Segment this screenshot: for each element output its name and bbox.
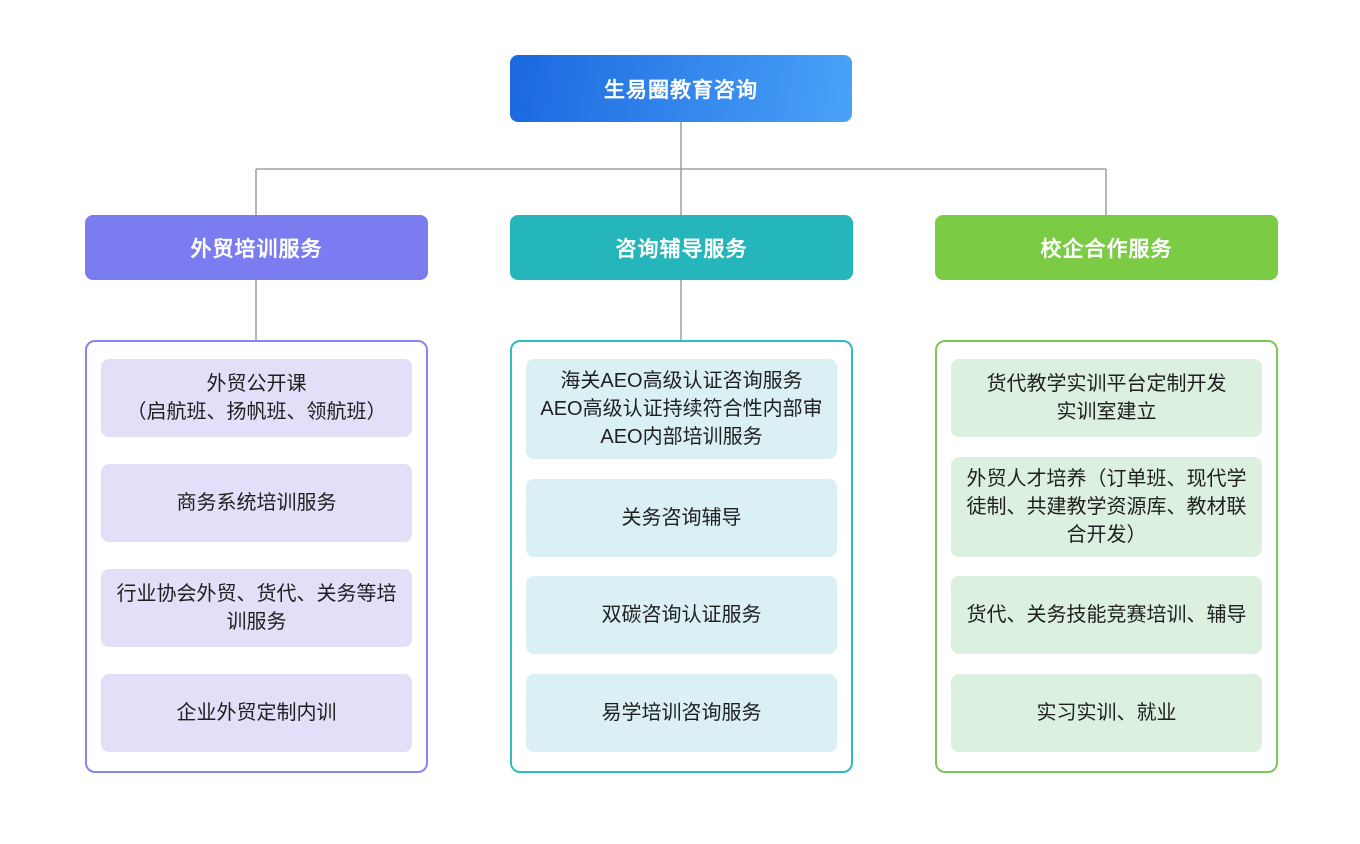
root-node: 生易圈教育咨询 <box>510 55 852 122</box>
root-node-label: 生易圈教育咨询 <box>604 78 758 102</box>
branch-header-label: 校企合作服务 <box>1040 237 1173 261</box>
service-item: 行业协会外贸、货代、关务等培训服务 <box>101 569 412 647</box>
branch-items-container: 外贸公开课 （启航班、扬帆班、领航班） 商务系统培训服务 行业协会外贸、货代、关… <box>85 340 428 773</box>
service-item: 外贸公开课 （启航班、扬帆班、领航班） <box>101 359 412 437</box>
branch-items-container: 海关AEO高级认证咨询服务 AEO高级认证持续符合性内部审 AEO内部培训服务 … <box>510 340 853 773</box>
service-item: 商务系统培训服务 <box>101 464 412 542</box>
branch-header-label: 咨询辅导服务 <box>615 237 748 261</box>
branch-consulting: 咨询辅导服务 海关AEO高级认证咨询服务 AEO高级认证持续符合性内部审 AEO… <box>510 215 853 773</box>
branch-header-label: 外贸培训服务 <box>190 237 323 261</box>
service-item: 关务咨询辅导 <box>526 478 837 557</box>
branch-trade-training: 外贸培训服务 外贸公开课 （启航班、扬帆班、领航班） 商务系统培训服务 行业协会… <box>85 215 428 773</box>
service-item: 双碳咨询认证服务 <box>526 576 837 655</box>
service-item: 易学培训咨询服务 <box>526 673 837 752</box>
service-item: 货代教学实训平台定制开发 实训室建立 <box>951 359 1262 437</box>
service-item: 海关AEO高级认证咨询服务 AEO高级认证持续符合性内部审 AEO内部培训服务 <box>526 359 837 459</box>
service-item: 货代、关务技能竞赛培训、辅导 <box>951 576 1262 655</box>
branch-school-enterprise: 校企合作服务 货代教学实训平台定制开发 实训室建立 外贸人才培养（订单班、现代学… <box>935 215 1278 773</box>
branch-header: 校企合作服务 <box>935 215 1278 280</box>
branch-header: 咨询辅导服务 <box>510 215 853 280</box>
service-item: 外贸人才培养（订单班、现代学徒制、共建教学资源库、教材联合开发） <box>951 456 1262 557</box>
service-item: 企业外贸定制内训 <box>101 674 412 752</box>
service-item: 实习实训、就业 <box>951 673 1262 752</box>
branch-items-container: 货代教学实训平台定制开发 实训室建立 外贸人才培养（订单班、现代学徒制、共建教学… <box>935 340 1278 773</box>
branch-header: 外贸培训服务 <box>85 215 428 280</box>
